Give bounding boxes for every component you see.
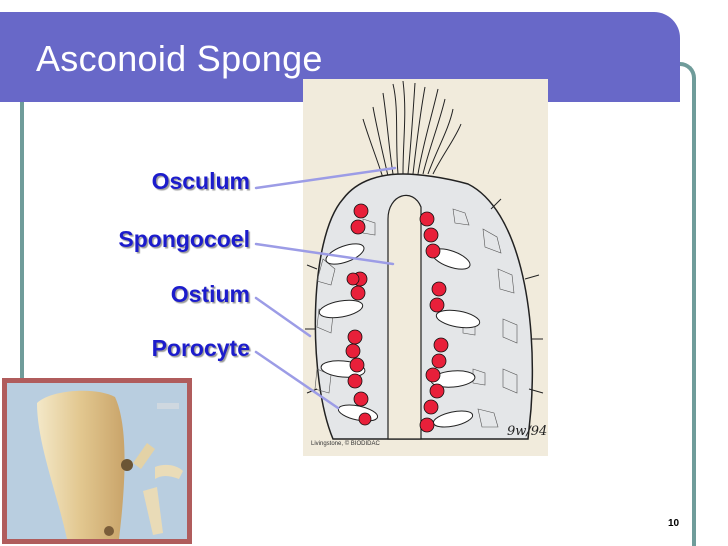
label-list: Osculum Spongocoel Ostium Porocyte bbox=[60, 168, 250, 368]
label-osculum: Osculum bbox=[151, 168, 250, 194]
frame-border-left bbox=[20, 102, 34, 402]
diagram-signature: 9w/94 bbox=[507, 424, 547, 439]
diagram-credit: Livingstone, © BIODIDAC bbox=[311, 441, 380, 447]
sponge-diagram: 9w/94 Livingstone, © BIODIDAC bbox=[303, 79, 548, 456]
slide-title: Asconoid Sponge bbox=[36, 38, 323, 79]
pointer-spongocoel bbox=[254, 242, 395, 266]
sponge-illustration: 9w/94 bbox=[305, 80, 547, 440]
pointer-osculum bbox=[254, 166, 397, 190]
label-spongocoel: Spongocoel bbox=[118, 226, 250, 252]
frame-border-right bbox=[680, 62, 696, 546]
osculum-flagella bbox=[362, 80, 462, 179]
spongocoel-cavity bbox=[387, 194, 422, 440]
sponge-photo bbox=[2, 378, 192, 544]
page-number: 10 bbox=[668, 518, 680, 529]
sponge-photo-image bbox=[7, 383, 187, 539]
sponge-body bbox=[314, 173, 534, 440]
label-porocyte: Porocyte bbox=[151, 335, 250, 361]
spicules bbox=[305, 198, 544, 394]
choanocytes bbox=[345, 203, 449, 433]
pointer-porocyte bbox=[254, 350, 340, 410]
pointer-ostium bbox=[254, 296, 312, 338]
sponge-photo-drawing bbox=[37, 390, 183, 539]
label-ostium: Ostium bbox=[170, 281, 250, 307]
